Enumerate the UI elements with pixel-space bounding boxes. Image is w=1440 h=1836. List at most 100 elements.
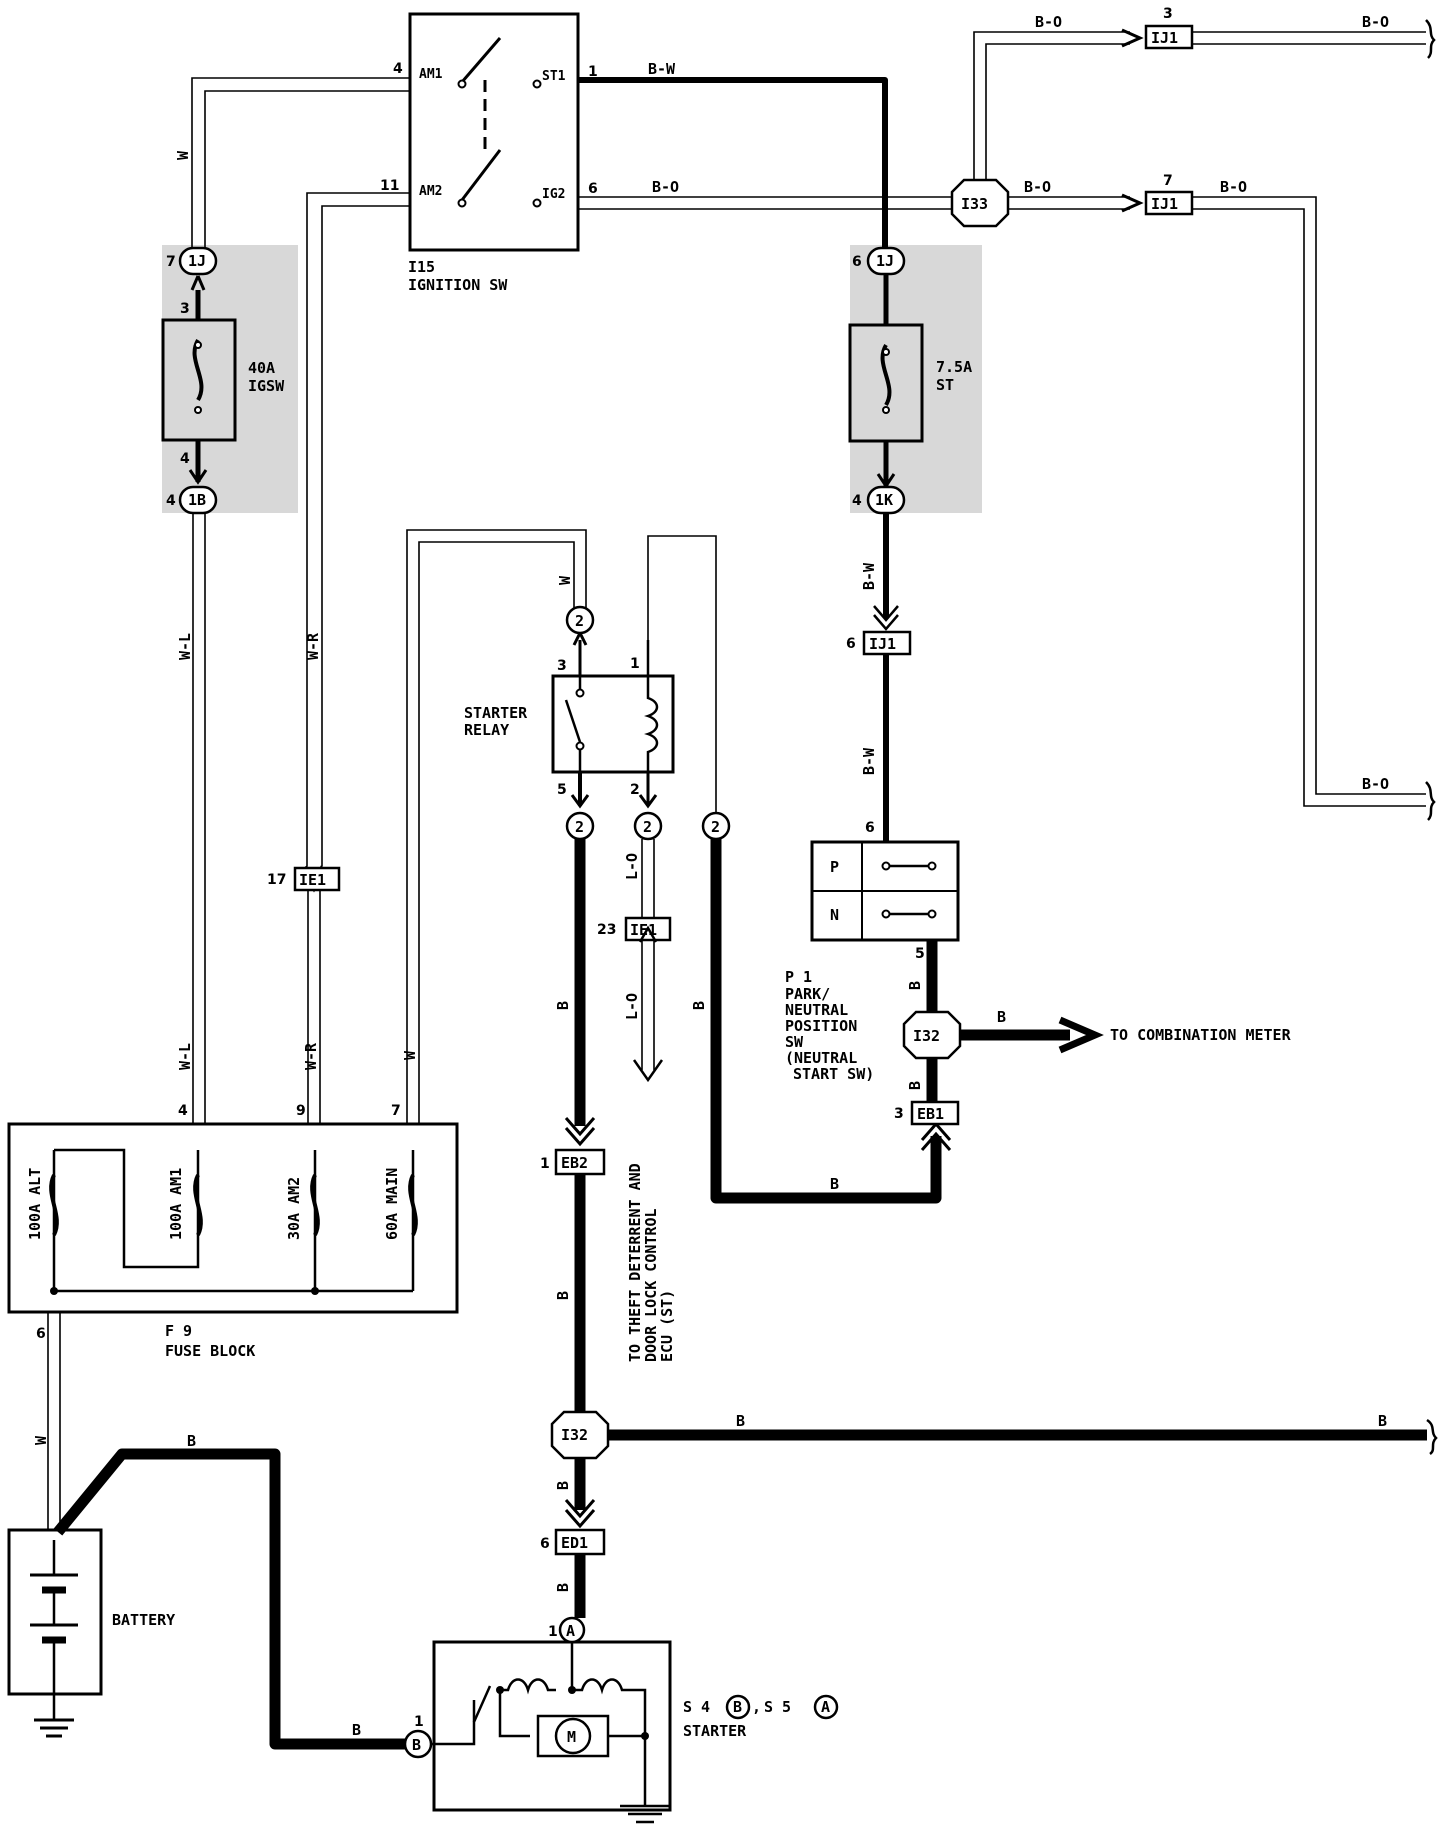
- starter-relay: [551, 674, 675, 774]
- wire-label-b-3: B: [554, 1001, 572, 1010]
- pin-label: 3: [1163, 6, 1173, 22]
- pin-st1: ST1: [542, 69, 566, 84]
- wire-b-battery-starter: [53, 1448, 408, 1750]
- pin-label: 6: [540, 1536, 550, 1552]
- connector-label: 2: [575, 818, 584, 836]
- wire-label-lo: L-O: [623, 853, 641, 880]
- pin-ig2: IG2: [542, 187, 565, 202]
- pin-label: 6: [588, 181, 598, 197]
- pin-label: 4: [393, 61, 403, 77]
- wire-bo-out-7: [1192, 196, 1426, 807]
- pin-label: 7: [1163, 173, 1173, 189]
- connector-label: ED1: [561, 1534, 588, 1552]
- relay-label-2: RELAY: [464, 721, 509, 739]
- wire-label-bo-5: B-O: [1220, 178, 1247, 196]
- relay-label-1: STARTER: [464, 704, 528, 722]
- fuse-rating: 40A: [248, 359, 275, 377]
- connector-ij1-7: [1144, 190, 1194, 216]
- ignition-sw-name: IGNITION SW: [408, 276, 508, 294]
- fuse-block-id: F 9: [165, 1322, 192, 1340]
- fuse-100a-am1: 100A AM1: [167, 1168, 185, 1240]
- connector-label: 1J: [876, 252, 894, 270]
- wire-bo-ig2: [578, 196, 952, 210]
- pin-label: 1: [630, 656, 640, 672]
- wire-label-b-8: B: [554, 1583, 572, 1592]
- pin-label: 7: [166, 254, 176, 270]
- fuse-name: ST: [936, 376, 954, 394]
- pin-label: 17: [267, 872, 286, 888]
- pin-label: 11: [380, 178, 399, 194]
- connector-label: B: [412, 1736, 421, 1754]
- pin-label: 4: [180, 451, 190, 467]
- pin-am2: AM2: [419, 184, 442, 199]
- connector-ie1-17: [293, 866, 341, 892]
- pn-line5: (NEUTRAL: [785, 1049, 857, 1067]
- pn-line4: SW: [785, 1033, 804, 1051]
- wire-label-w-2: W: [401, 1050, 419, 1060]
- wire-label-b-7: B: [554, 1481, 572, 1490]
- connector-2-relay-out2: [633, 811, 663, 841]
- connector-label: EB1: [917, 1105, 944, 1123]
- fuse-100a-alt: 100A ALT: [26, 1168, 44, 1240]
- junction-i32-upper: [902, 1010, 962, 1060]
- ignition-switch: AM1 AM2 ST1 IG2: [408, 12, 580, 252]
- wire-label-bo-4: B-O: [1024, 178, 1051, 196]
- wire-label-b-4: B: [554, 1291, 572, 1300]
- connector-ij1-3: [1144, 24, 1194, 50]
- pin-label: 1: [588, 64, 598, 80]
- wire-label-b-13: B: [906, 1081, 924, 1090]
- wire-bo-up: [973, 31, 1130, 180]
- connector-label: 2: [643, 818, 652, 836]
- battery-label: BATTERY: [112, 1611, 175, 1629]
- dest-theft-1: TO THEFT DETERRENT AND: [626, 1163, 644, 1362]
- wire-label-b-5: B: [736, 1412, 745, 1430]
- fuse-rating: 7.5A: [936, 358, 972, 376]
- pin-label: 5: [557, 782, 567, 798]
- wire-label-bw: B-W: [648, 60, 676, 78]
- wire-b-right-loop: [710, 839, 942, 1204]
- pin-label: 1: [548, 1624, 558, 1640]
- pin-label: 7: [391, 1103, 401, 1119]
- wire-w-am1: [191, 77, 410, 262]
- pn-line1: PARK/: [785, 985, 830, 1003]
- wire-relay-coil: [647, 535, 717, 812]
- connector-label: IE1: [299, 871, 326, 889]
- connector-label: 1J: [188, 252, 206, 270]
- wire-label-bo-2: B-O: [1035, 13, 1062, 31]
- pin-label: 4: [852, 493, 862, 509]
- wire-w-battery: [47, 1312, 61, 1530]
- pos-p: P: [830, 858, 839, 876]
- connector-label: A: [566, 1622, 575, 1640]
- junction-i32-lower: [550, 1410, 610, 1460]
- wire-label-wl-2: W-L: [176, 1043, 194, 1070]
- connector-label: IJ1: [869, 635, 896, 653]
- motor-icon: [554, 1717, 592, 1755]
- junction-block-left-shade: [162, 245, 298, 513]
- wire-label-wr-2: W-R: [302, 1042, 320, 1070]
- wire-label-b-10: B: [830, 1175, 839, 1193]
- wire-label-bo-6: B-O: [1362, 775, 1389, 793]
- connector-label: I33: [961, 195, 988, 213]
- wire-label-w-3: W: [556, 575, 574, 585]
- wire-wr-am2: [306, 192, 410, 866]
- connector-eb1: [910, 1100, 960, 1126]
- wire-wl: [192, 513, 206, 1124]
- starter-id-a: A: [821, 1698, 830, 1716]
- starter: [432, 1640, 672, 1812]
- wire-label-b-6: B: [1378, 1412, 1387, 1430]
- wire-label-b-11: B: [906, 981, 924, 990]
- starter-id-b: B: [733, 1698, 742, 1716]
- wire-bw-st1: [578, 77, 888, 248]
- pin-label: 9: [296, 1103, 306, 1119]
- connector-label: IJ1: [1151, 195, 1178, 213]
- fuse-60a-main: 60A MAIN: [383, 1168, 401, 1240]
- wire-bo-right: [1008, 196, 1130, 210]
- wire-label-bw-2: B-W: [860, 562, 878, 590]
- connector-label: EB2: [561, 1154, 588, 1172]
- wire-label-b-12: B: [997, 1008, 1006, 1026]
- pin-label: 4: [178, 1103, 188, 1119]
- fuse-30a-am2: 30A AM2: [285, 1177, 303, 1240]
- wire-label-b-2: B: [352, 1721, 361, 1739]
- wire-label-b-9: B: [690, 1001, 708, 1010]
- starter-id-sep: ,: [752, 1698, 761, 1716]
